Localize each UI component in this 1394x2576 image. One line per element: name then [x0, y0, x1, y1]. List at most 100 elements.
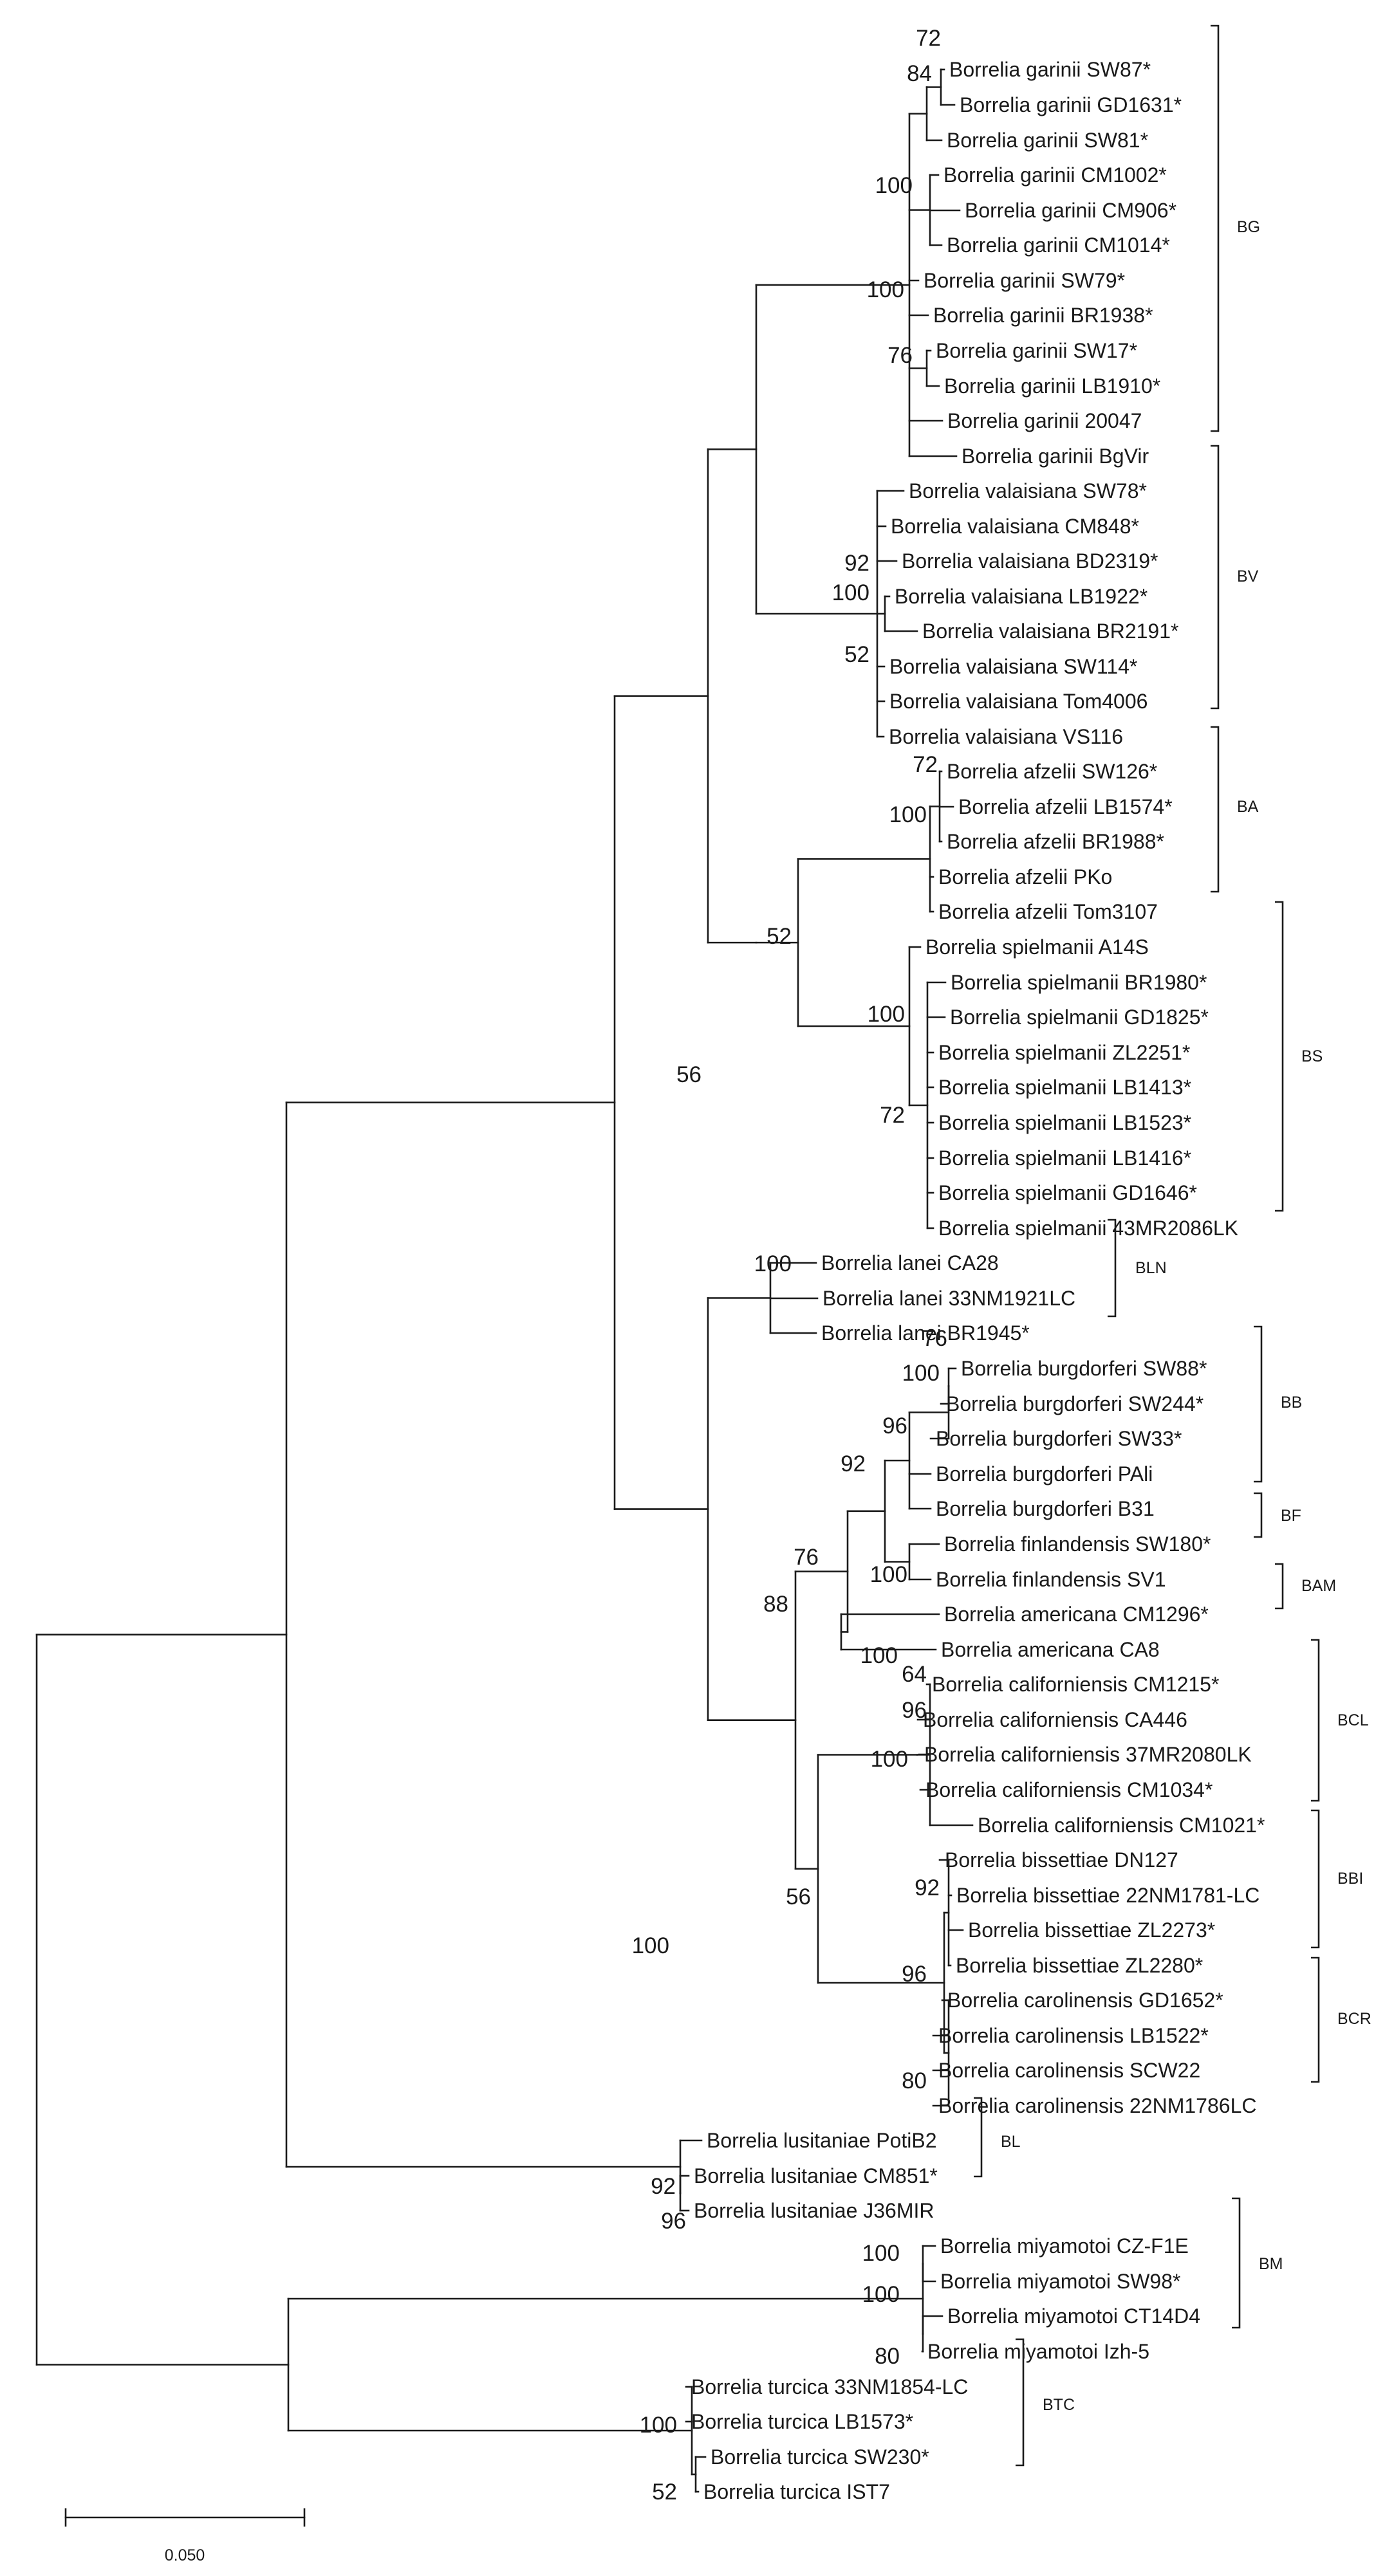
- tip-label: Borrelia valaisiana LB1922*: [895, 585, 1148, 608]
- tip-label: Borrelia turcica 33NM1854-LC: [691, 2375, 968, 2398]
- bootstrap-value: 100: [632, 1933, 669, 1958]
- tip-label: Borrelia garinii CM1014*: [947, 234, 1170, 257]
- tip-label: Borrelia lanei 33NM1921LC: [822, 1287, 1075, 1310]
- tip-label: Borrelia burgdorferi B31: [936, 1497, 1155, 1520]
- bootstrap-value: 84: [907, 61, 932, 86]
- tip-label: Borrelia afzelii SW126*: [947, 760, 1157, 783]
- tip-label: Borrelia garinii 20047: [947, 409, 1142, 432]
- clade-bracket: [1211, 24, 1220, 432]
- bootstrap-value: 96: [661, 2209, 686, 2234]
- clade-bracket: [1211, 726, 1220, 893]
- tip-label: Borrelia valaisiana BD2319*: [902, 549, 1158, 573]
- bootstrap-value: 52: [844, 642, 869, 667]
- bootstrap-value: 88: [763, 1592, 788, 1617]
- tip-label: Borrelia garinii SW79*: [924, 269, 1125, 292]
- tip-label: Borrelia burgdorferi SW244*: [946, 1392, 1203, 1415]
- bootstrap-value: 100: [862, 2241, 900, 2266]
- clade-bracket: [1254, 1325, 1263, 1483]
- clade-bracket: [1311, 1639, 1320, 1802]
- clade-label: BBI: [1337, 1870, 1363, 1888]
- tip-labels: Borrelia garinii SW87*Borrelia garinii G…: [691, 58, 1265, 2503]
- tip-label: Borrelia garinii LB1910*: [944, 374, 1160, 398]
- tip-label: Borrelia afzelii Tom3107: [938, 900, 1158, 923]
- tip-label: Borrelia garinii CM1002*: [943, 163, 1167, 187]
- clade-label: BM: [1259, 2255, 1283, 2273]
- tip-label: Borrelia californiensis CA446: [923, 1708, 1187, 1731]
- tip-label: Borrelia burgdorferi SW88*: [961, 1357, 1207, 1380]
- tip-label: Borrelia spielmanii GD1646*: [938, 1181, 1197, 1204]
- bootstrap-value: 92: [844, 551, 869, 576]
- bootstrap-value: 100: [860, 1643, 898, 1668]
- bootstrap-value: 76: [922, 1326, 947, 1351]
- tip-label: Borrelia lusitaniae CM851*: [694, 2164, 938, 2187]
- clade-label: BAM: [1301, 1577, 1336, 1595]
- bootstrap-value: 96: [902, 1962, 927, 1987]
- bootstrap-value: 76: [888, 343, 913, 368]
- bootstrap-value: 100: [902, 1361, 940, 1386]
- bootstrap-value: 76: [794, 1545, 819, 1570]
- tip-label: Borrelia carolinensis GD1652*: [947, 1989, 1223, 2012]
- bootstrap-value: 100: [875, 173, 913, 198]
- tip-label: Borrelia garinii BR1938*: [933, 304, 1153, 327]
- bootstrap-value: 56: [676, 1062, 702, 1087]
- tip-label: Borrelia garinii SW17*: [936, 339, 1137, 362]
- tip-label: Borrelia miyamotoi CT14D4: [947, 2305, 1200, 2328]
- tip-label: Borrelia turcica IST7: [703, 2480, 890, 2503]
- tip-label: Borrelia lanei BR1945*: [821, 1321, 1030, 1345]
- tip-label: Borrelia californiensis CM1215*: [932, 1673, 1219, 1696]
- tip-label: Borrelia turcica SW230*: [711, 2445, 929, 2469]
- bootstrap-value: 52: [652, 2479, 677, 2505]
- bootstrap-value: 96: [902, 1698, 927, 1723]
- tip-label: Borrelia finlandensis SV1: [936, 1568, 1166, 1591]
- tip-label: Borrelia bissettiae ZL2273*: [968, 1918, 1215, 1942]
- clade-label: BF: [1281, 1507, 1301, 1525]
- tip-label: Borrelia finlandensis SW180*: [944, 1532, 1211, 1556]
- clade-bracket: [1275, 901, 1284, 1212]
- bootstrap-value: 100: [868, 1002, 905, 1027]
- clade-label: BA: [1237, 798, 1259, 816]
- bootstrap-value: 100: [871, 1747, 908, 1772]
- tip-label: Borrelia carolinensis 22NM1786LC: [938, 2094, 1256, 2117]
- clade-bracket: [1311, 1956, 1320, 2083]
- tip-label: Borrelia garinii BgVir: [962, 445, 1149, 468]
- tip-label: Borrelia valaisiana SW114*: [889, 655, 1137, 678]
- clade-label: BCR: [1337, 2010, 1371, 2028]
- tip-label: Borrelia valaisiana CM848*: [891, 515, 1139, 538]
- scale-bar-label: 0.050: [165, 2546, 205, 2564]
- clade-label: BTC: [1043, 2396, 1075, 2414]
- clade-label: BL: [1001, 2133, 1021, 2151]
- bootstrap-value: 80: [875, 2344, 900, 2369]
- tip-label: Borrelia bissettiae DN127: [945, 1848, 1178, 1872]
- tip-label: Borrelia afzelii BR1988*: [947, 830, 1164, 853]
- tip-label: Borrelia miyamotoi CZ-F1E: [940, 2234, 1189, 2258]
- clade-bracket: [1232, 2197, 1241, 2329]
- bootstrap-value: 100: [832, 580, 869, 605]
- tip-label: Borrelia bissettiae 22NM1781-LC: [956, 1884, 1259, 1907]
- bootstrap-value: 80: [902, 2068, 927, 2093]
- tip-label: Borrelia spielmanii BR1980*: [951, 971, 1207, 994]
- tip-label: Borrelia californiensis CM1034*: [925, 1778, 1213, 1801]
- bootstrap-values: 7284100100769210052721005210072561007610…: [632, 26, 947, 2505]
- tip-label: Borrelia miyamotoi SW98*: [940, 2270, 1180, 2293]
- tip-label: Borrelia burgdorferi PAli: [936, 1462, 1153, 1486]
- tip-label: Borrelia garinii SW87*: [949, 58, 1151, 81]
- tip-label: Borrelia spielmanii 43MR2086LK: [938, 1217, 1238, 1240]
- clade-label: BG: [1237, 218, 1260, 236]
- tip-label: Borrelia americana CA8: [941, 1638, 1160, 1661]
- bootstrap-value: 92: [841, 1451, 866, 1477]
- clade-label: BCL: [1337, 1711, 1369, 1729]
- tip-label: Borrelia valaisiana Tom4006: [889, 690, 1148, 713]
- tip-label: Borrelia californiensis CM1021*: [978, 1814, 1265, 1837]
- tip-label: Borrelia turcica LB1573*: [691, 2410, 913, 2433]
- tip-label: Borrelia californiensis 37MR2080LK: [924, 1743, 1252, 1766]
- bootstrap-value: 72: [913, 752, 938, 777]
- tip-label: Borrelia lusitaniae J36MIR: [694, 2199, 934, 2222]
- bootstrap-value: 100: [867, 277, 904, 302]
- bootstrap-value: 100: [862, 2282, 900, 2307]
- bootstrap-value: 72: [880, 1103, 905, 1128]
- clade-bracket: [1275, 1563, 1284, 1610]
- clade-label: BLN: [1135, 1259, 1167, 1277]
- clade-bracket: [974, 2097, 983, 2178]
